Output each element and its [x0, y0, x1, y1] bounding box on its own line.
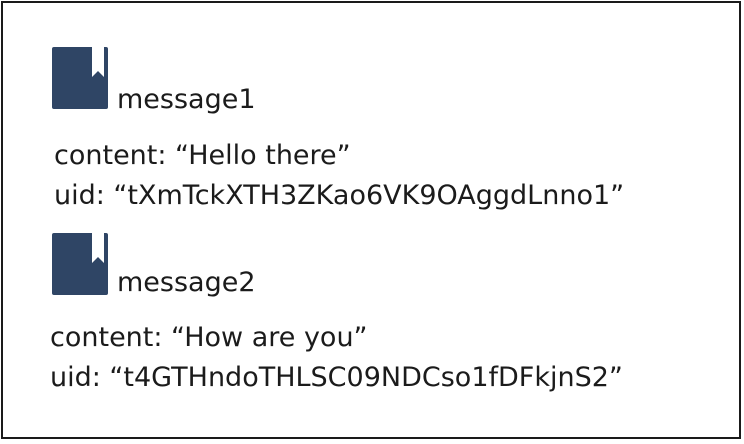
bookmark-document-icon [52, 47, 108, 109]
message-title: message2 [117, 267, 256, 298]
content-field: content: “How are you” [50, 322, 368, 353]
uid-field: uid: “t4GTHndoTHLSC09NDCso1fDFkjnS2” [50, 362, 623, 393]
bookmark-document-icon [52, 233, 108, 295]
content-field: content: “Hello there” [54, 140, 351, 171]
uid-field: uid: “tXmTckXTH3ZKao6VK9OAggdLnno1” [54, 180, 625, 211]
message-title: message1 [117, 84, 256, 115]
